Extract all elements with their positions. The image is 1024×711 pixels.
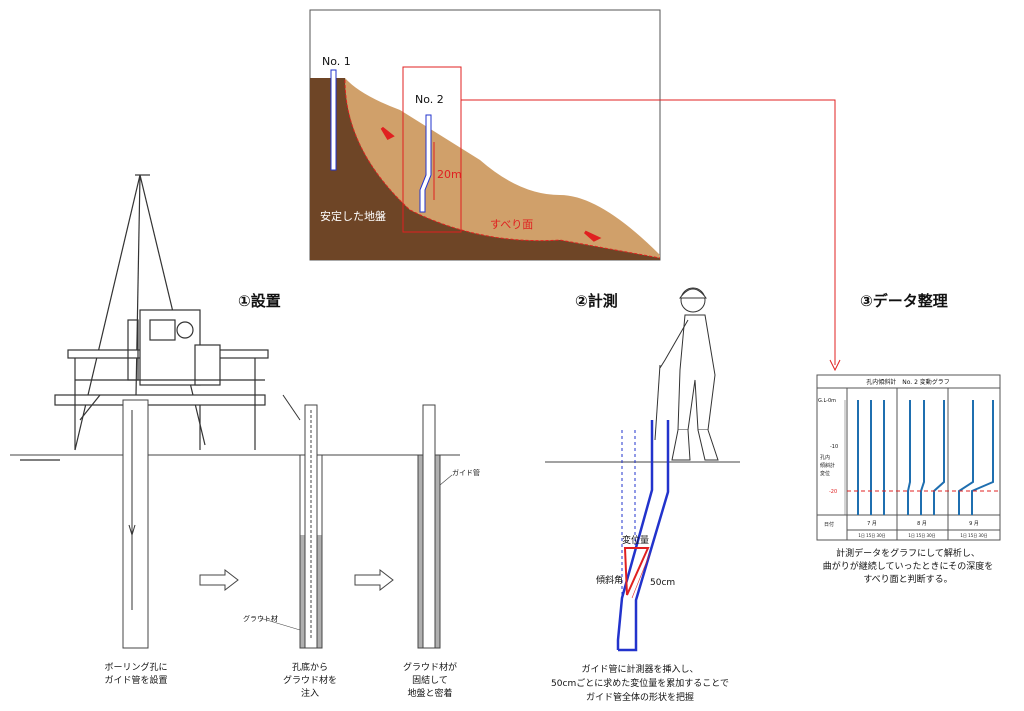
injection-line <box>282 394 301 421</box>
label-slip-surface: すべり面 <box>490 218 533 231</box>
svg-text:すべり面と判断する。: すべり面と判断する。 <box>863 573 952 585</box>
data-caption: 計測データをグラフにして解析し、 曲がりが継続していったときにその深度を すべり… <box>823 547 994 585</box>
measure-caption: ガイド管に計測器を挿入し、 50cmごとに求めた変位量を累加することで ガイド管… <box>551 663 729 703</box>
down-arrow <box>128 524 136 537</box>
svg-text:計測データをグラフにして解析し、: 計測データをグラフにして解析し、 <box>836 547 980 559</box>
borehole <box>122 399 149 649</box>
boring-rig <box>20 174 269 461</box>
connector-arrowhead <box>829 359 841 372</box>
cable <box>654 364 661 441</box>
guide-pipe-deformed <box>616 420 670 652</box>
movement-arrow <box>380 126 395 140</box>
ylabel: 孔内 <box>820 454 830 461</box>
month-7: 7 月 <box>867 521 877 527</box>
install-caption-1: ボーリング孔に ガイド管を設置 <box>104 661 167 686</box>
label-grout: グラウト材 <box>243 614 278 623</box>
install-caption-2: 孔底から グラウド材を 注入 <box>283 661 337 699</box>
surveyor-person <box>659 287 719 461</box>
label-displacement: 変位量 <box>622 534 649 546</box>
svg-text:ガイド管を設置: ガイド管を設置 <box>104 674 167 686</box>
process-arrow <box>199 568 239 592</box>
guide-pipe <box>422 404 436 649</box>
svg-text:ガイド管全体の形状を把握: ガイド管全体の形状を把握 <box>586 691 694 703</box>
label-interval: 50cm <box>650 578 675 588</box>
svg-text:ガイド管に計測器を挿入し、: ガイド管に計測器を挿入し、 <box>581 663 698 675</box>
label-stable-ground: 安定した地盤 <box>320 209 386 223</box>
svg-text:1日 15日 30日: 1日 15日 30日 <box>858 533 885 538</box>
displacement-graph: 孔内傾斜計 No. 2 変動グラフ G.L-0m -10 -20 孔内 傾斜計 … <box>816 374 1001 541</box>
svg-text:注入: 注入 <box>301 687 319 699</box>
svg-text:50cmごとに求めた変位量を累加することで: 50cmごとに求めた変位量を累加することで <box>551 677 729 689</box>
svg-text:変位: 変位 <box>820 470 830 477</box>
label-angle: 傾斜角 <box>596 574 623 586</box>
svg-text:グラウド材が: グラウド材が <box>403 661 457 673</box>
month-9: 9 月 <box>969 521 979 527</box>
movement-arrow <box>584 230 602 242</box>
tick-20: -20 <box>829 489 837 495</box>
step-install-title: ①設置 <box>238 292 281 310</box>
label-no1: No. 1 <box>322 55 351 68</box>
label-guide-pipe: ガイド管 <box>452 468 480 477</box>
step-data-title: ③データ整理 <box>860 292 948 310</box>
slip-surface-line <box>344 79 661 259</box>
connector-line <box>461 99 836 365</box>
graph-series <box>857 400 994 515</box>
svg-text:1日 15日 30日: 1日 15日 30日 <box>908 533 935 538</box>
interval-marker <box>631 552 651 599</box>
month-8: 8 月 <box>917 521 927 527</box>
highlight-box <box>402 66 462 233</box>
svg-text:固結して: 固結して <box>412 674 448 686</box>
pipe-no1 <box>330 69 337 171</box>
svg-text:地盤と密着: 地盤と密着 <box>407 687 452 699</box>
svg-text:1日 15日 30日: 1日 15日 30日 <box>960 533 987 538</box>
install-caption-3: グラウド材が 固結して 地盤と密着 <box>403 661 457 699</box>
svg-text:ボーリング孔に: ボーリング孔に <box>104 661 167 673</box>
stable-ground <box>310 78 660 260</box>
tick-10: -10 <box>830 444 838 450</box>
tick-0: G.L-0m <box>818 398 836 404</box>
date-label: 日付 <box>824 521 834 528</box>
landslide-overview: No. 1 No. 2 20m 安定した地盤 すべり面 <box>309 9 841 372</box>
pipe-no2 <box>419 114 432 213</box>
graph-title: 孔内傾斜計 No. 2 変動グラフ <box>866 378 950 386</box>
label-depth: 20m <box>437 168 462 181</box>
svg-text:曲がりが継続していったときにその深度を: 曲がりが継続していったときにその深度を <box>823 560 994 572</box>
label-no2: No. 2 <box>415 93 444 106</box>
svg-text:傾斜計: 傾斜計 <box>820 462 835 469</box>
displacement-triangle <box>623 547 650 596</box>
step-measure-title: ②計測 <box>575 292 618 310</box>
svg-text:グラウド材を: グラウド材を <box>283 674 337 686</box>
svg-text:孔底から: 孔底から <box>292 661 328 673</box>
process-arrow <box>354 568 394 592</box>
